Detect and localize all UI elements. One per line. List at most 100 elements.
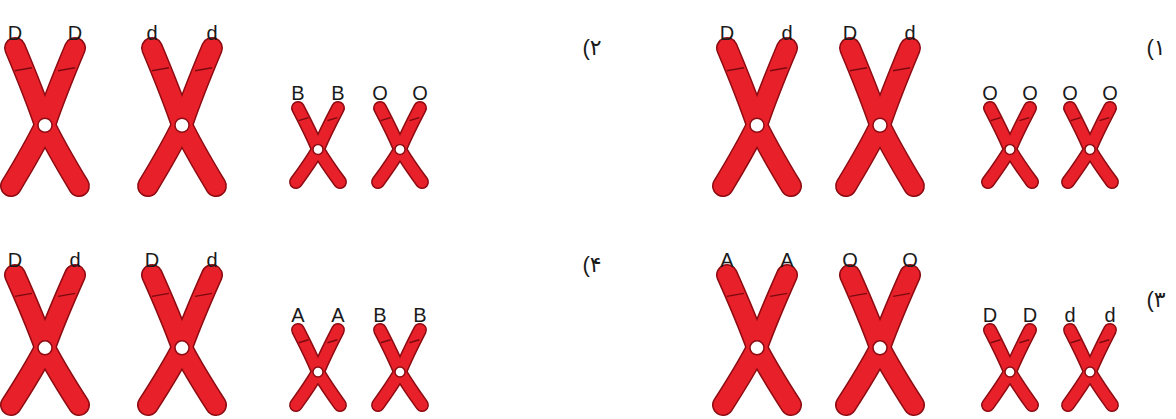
centromere <box>395 367 405 377</box>
centromere <box>313 367 323 377</box>
chromatid <box>1068 330 1110 405</box>
gene-band <box>152 68 169 71</box>
gene-band <box>991 118 1001 121</box>
allele-label: O <box>902 250 918 270</box>
gene-band <box>893 293 910 296</box>
gene-band <box>195 293 212 296</box>
gene-band <box>770 68 787 71</box>
allele-label: B <box>373 305 386 325</box>
chromatid <box>988 330 1030 405</box>
allele-label: D <box>843 23 857 43</box>
chromatid <box>378 108 420 182</box>
centromere <box>175 118 189 132</box>
chromosome <box>723 275 791 405</box>
chromatid <box>11 275 75 405</box>
gene-band <box>152 293 169 296</box>
gene-band <box>15 293 32 296</box>
allele-label: B <box>331 83 344 103</box>
centromere <box>395 144 405 154</box>
chromosome <box>988 330 1032 405</box>
chromosome <box>378 330 422 405</box>
allele-label: B <box>413 305 426 325</box>
gene-band <box>1019 340 1029 343</box>
chromatid <box>1068 108 1110 182</box>
chromosome <box>296 108 340 182</box>
chromatid <box>846 275 910 405</box>
allele-label: d <box>206 23 217 43</box>
gene-band <box>409 340 419 343</box>
chromosome <box>378 108 422 182</box>
chromatid <box>723 48 787 186</box>
chromatid <box>296 330 338 405</box>
gene-band <box>1099 118 1109 121</box>
option-number: (۳ <box>1146 289 1165 311</box>
gene-band <box>409 118 419 121</box>
gene-band <box>727 68 744 71</box>
chromosome <box>11 275 79 405</box>
allele-label: O <box>372 83 388 103</box>
centromere <box>175 341 189 355</box>
centromere <box>750 118 764 132</box>
allele-label: d <box>904 23 915 43</box>
option-number: (۴ <box>582 254 601 276</box>
allele-label: d <box>1064 305 1075 325</box>
allele-label: A <box>720 250 733 270</box>
allele-label: D <box>145 250 159 270</box>
centromere <box>750 341 764 355</box>
chromosome <box>988 108 1032 182</box>
chromatid <box>378 330 420 405</box>
allele-label: O <box>1062 83 1078 103</box>
allele-label: D <box>8 23 22 43</box>
gene-band <box>1019 118 1029 121</box>
allele-label: d <box>781 23 792 43</box>
centromere <box>38 341 52 355</box>
allele-label: O <box>1102 83 1118 103</box>
allele-label: O <box>1022 83 1038 103</box>
chromosome <box>296 330 340 405</box>
chromosome <box>148 275 216 405</box>
chromatid <box>296 108 338 182</box>
gene-band <box>893 68 910 71</box>
centromere <box>1005 144 1015 154</box>
centromere <box>873 341 887 355</box>
allele-label: O <box>982 83 998 103</box>
chromosome <box>148 48 216 186</box>
option-number: (۲ <box>582 37 601 59</box>
allele-label: A <box>331 305 344 325</box>
allele-label: D <box>8 250 22 270</box>
chromatid <box>988 108 1030 182</box>
chromosome <box>1068 108 1112 182</box>
allele-label: d <box>146 23 157 43</box>
allele-label: D <box>68 23 82 43</box>
chromosome <box>846 275 914 405</box>
allele-label: A <box>780 250 793 270</box>
allele-label: D <box>983 305 997 325</box>
gene-band <box>195 68 212 71</box>
chromosome <box>846 48 914 186</box>
gene-band <box>850 68 867 71</box>
allele-label: A <box>291 305 304 325</box>
allele-label: O <box>412 83 428 103</box>
centromere <box>1085 144 1095 154</box>
gene-band <box>1071 340 1081 343</box>
allele-label: D <box>720 23 734 43</box>
chromatid <box>148 48 212 186</box>
chromosome <box>723 48 791 186</box>
centromere <box>1005 367 1015 377</box>
allele-label: O <box>842 250 858 270</box>
gene-band <box>1099 340 1109 343</box>
gene-band <box>58 68 75 71</box>
gene-band <box>327 340 337 343</box>
gene-band <box>727 293 744 296</box>
allele-label: B <box>291 83 304 103</box>
gene-band <box>770 293 787 296</box>
chromatid <box>723 275 787 405</box>
chromatid <box>846 48 910 186</box>
allele-label: d <box>206 250 217 270</box>
centromere <box>313 144 323 154</box>
gene-band <box>299 340 309 343</box>
centromere <box>38 118 52 132</box>
allele-label: d <box>69 250 80 270</box>
gene-band <box>1071 118 1081 121</box>
